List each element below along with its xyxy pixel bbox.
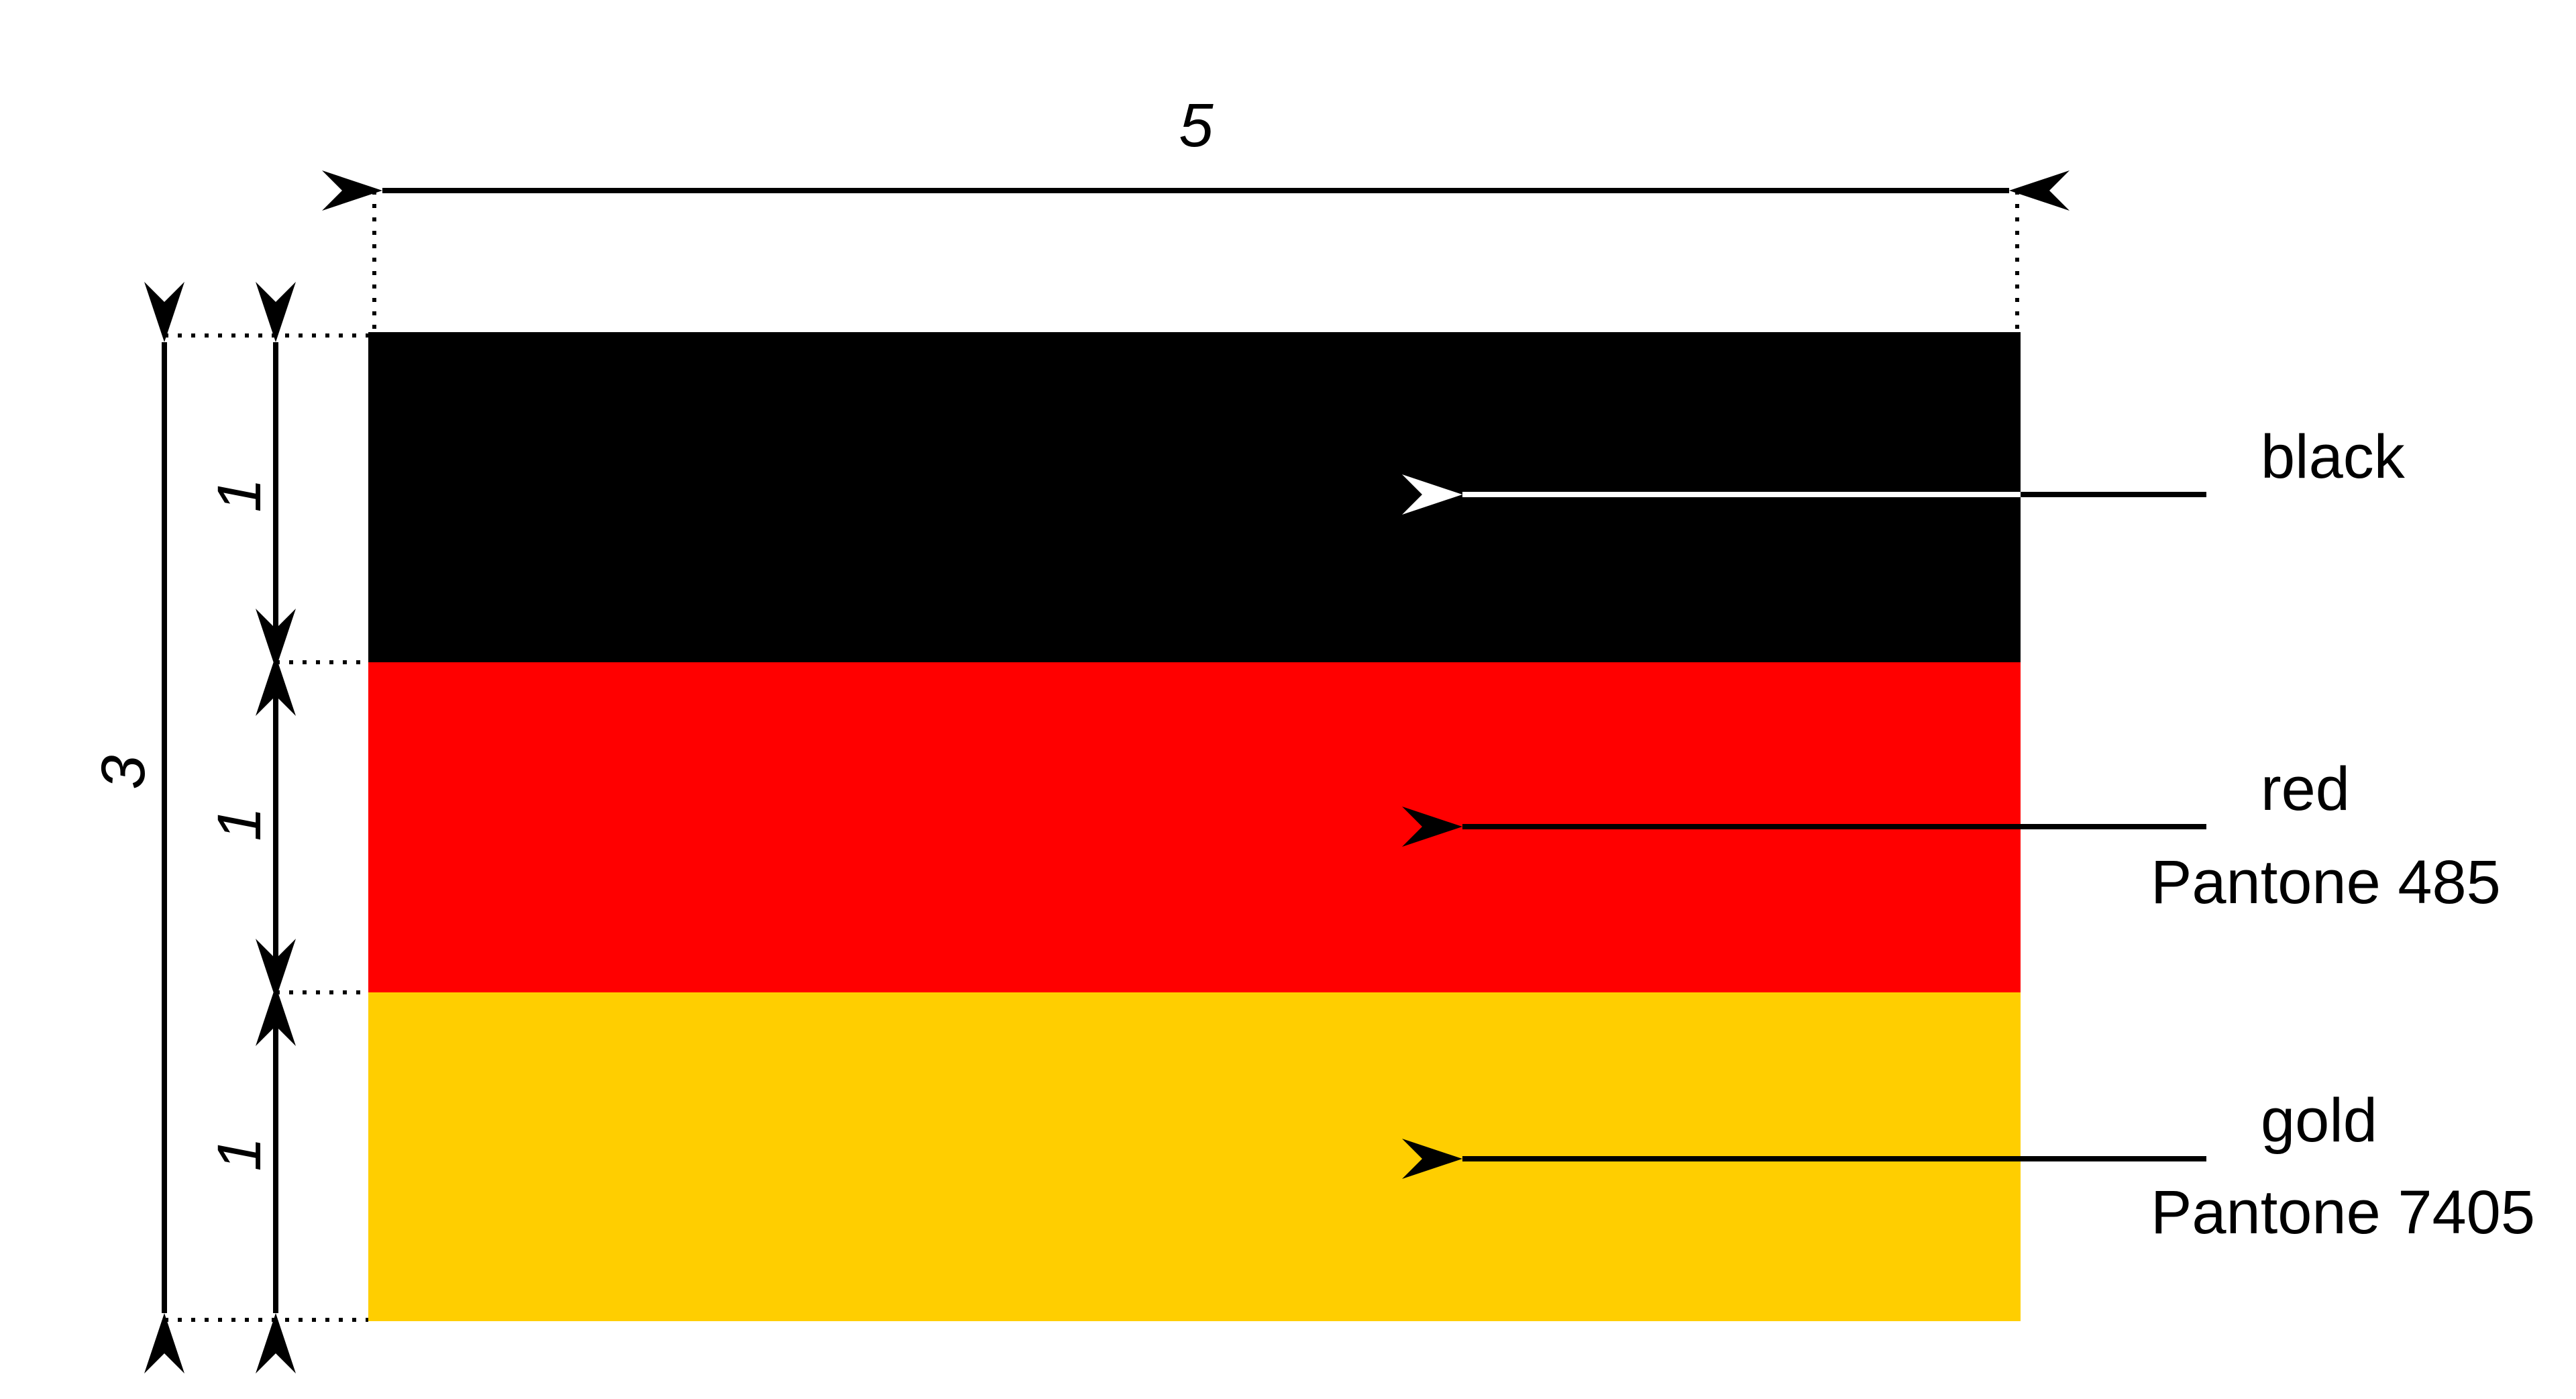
gold-label: gold	[2261, 1086, 2377, 1155]
red-label: red	[2261, 755, 2350, 823]
stripe-height-label: 1	[205, 478, 274, 512]
black-label: black	[2261, 423, 2406, 491]
gold-pantone-label: Pantone 7405	[2151, 1178, 2535, 1247]
height-label: 3	[89, 755, 158, 789]
red-pantone-label: Pantone 485	[2151, 848, 2501, 917]
stripe-height-label: 1	[205, 1137, 274, 1171]
stripe-height-label: 1	[205, 807, 274, 841]
width-label: 5	[1179, 91, 1214, 160]
